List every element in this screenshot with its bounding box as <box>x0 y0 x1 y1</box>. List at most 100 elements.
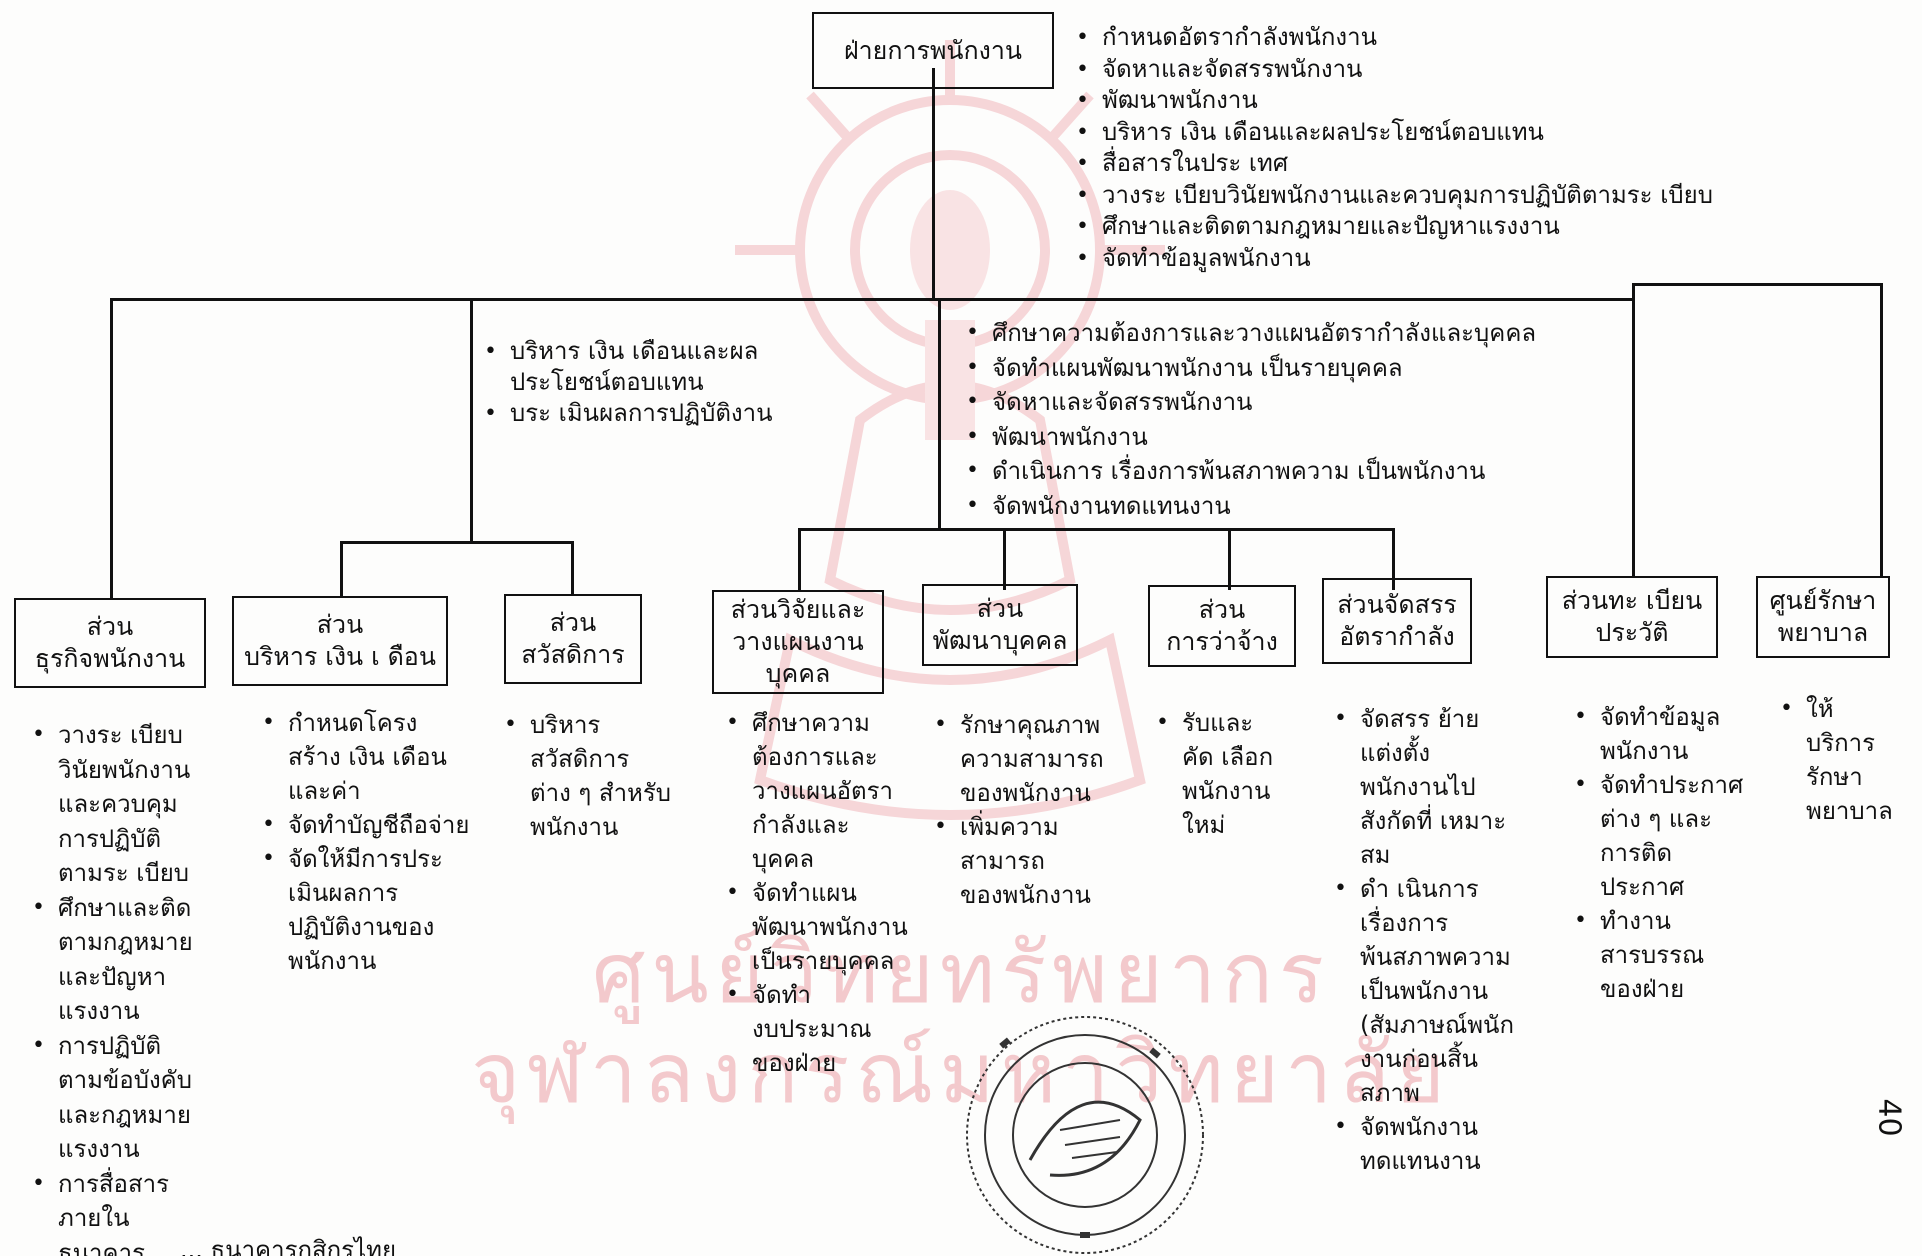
library-seal-stamp <box>966 1016 1204 1254</box>
connector-unit-3 <box>571 541 574 596</box>
duty-item: จัดทำข้อมูลพนักงาน <box>1072 243 1713 275</box>
unit-title-line: ส่วน <box>316 610 364 639</box>
footer-text: ... ธนาคารกสิกรไทย <box>180 1236 397 1256</box>
unit-box-medical-center: ศูนย์รักษา พยาบาล <box>1756 576 1890 658</box>
duty-item: จัดพนักงานทดแทนงาน <box>962 489 1536 524</box>
unit-title-line: พยาบาล <box>1777 618 1869 647</box>
unit-title-line: ส่วนจัดสรร <box>1337 590 1457 619</box>
unit-title-line: ส่วน <box>976 594 1024 623</box>
unit-title-line: การว่าจ้าง <box>1166 627 1278 656</box>
unit-box-salary-admin: ส่วน บริหาร เงิน เ ดือน <box>232 596 448 686</box>
watermark-line-2: จุฬาลงกรณ์มหาวิทยาลัย <box>471 1024 1451 1122</box>
left-group-duty-list: บริหาร เงิน เดือนและผลประโยชน์ตอบแทนบระ … <box>480 336 773 429</box>
duty-item: พัฒนาพนักงาน <box>962 420 1536 455</box>
unit-box-welfare: ส่วน สวัสดิการ <box>504 594 642 684</box>
duty-item: บระ เมินผลการปฏิบัติงาน <box>480 398 773 429</box>
duty-item: จัดทำบัญชีถือจ่าย <box>258 808 469 842</box>
connector-top-trunk <box>932 68 935 300</box>
connector-group-left <box>470 298 473 543</box>
connector-unit-8 <box>1632 283 1635 576</box>
duty-item: วางระ เบียบวินัยพนักงานและควบคุมการปฏิบั… <box>1072 180 1713 212</box>
connector-right-horizontal <box>1632 283 1882 286</box>
duty-item: ดำเนินการ เรื่องการพ้นสภาพความ เป็นพนักง… <box>962 454 1536 489</box>
top-unit-duty-list: กำหนดอัตรากำลังพนักงานจัดหาและจัดสรรพนัก… <box>1072 22 1713 274</box>
unit-title-line: บริหาร เงิน เ ดือน <box>244 642 436 671</box>
unit-box-records: ส่วนทะ เบียน ประวัติ <box>1546 576 1718 658</box>
top-unit-box: ฝ่ายการพนักงาน <box>812 12 1054 89</box>
unit-duty-list-personnel-affairs: วางระ เบียบวินัยพนักงานและควบคุมการปฏิบั… <box>28 718 193 1256</box>
unit-duty-list-personnel-development: รักษาคุณภาพความสามารถของพนักงานเพิ่มความ… <box>930 708 1104 912</box>
unit-box-manpower-allocation: ส่วนจัดสรร อัตรากำลัง <box>1322 578 1472 664</box>
connector-unit-4 <box>798 528 801 590</box>
unit-title-line: ส่วน <box>1198 595 1246 624</box>
connector-unit-9 <box>1880 283 1883 576</box>
unit-title-line: ส่วน <box>549 608 597 637</box>
unit-box-research-planning: ส่วนวิจัยและ วางแผนงาน บุคคล <box>712 590 884 694</box>
duty-item: กำหนดอัตรากำลังพนักงาน <box>1072 22 1713 54</box>
duty-item: บริหาร เงิน เดือนและผลประโยชน์ตอบแทน <box>1072 117 1713 149</box>
unit-box-personnel-development: ส่วน พัฒนาบุคคล <box>922 584 1078 666</box>
page-number: 40 <box>1871 1098 1907 1137</box>
duty-item: บริหาร เงิน เดือนและผลประโยชน์ตอบแทน <box>480 336 773 398</box>
center-group-duty-list: ศึกษาความต้องการและวางแผนอัตรากำลังและบุ… <box>962 316 1536 523</box>
duty-item: ศึกษาและติดตามกฎหมายและปัญหาแรงงาน <box>28 891 193 1029</box>
unit-duty-list-research-planning: ศึกษาความต้องการและวางแผนอัตรากำลังและบุ… <box>722 706 908 1080</box>
unit-title-line: ส่วนวิจัยและ <box>730 595 866 624</box>
duty-item: จัดทำแผนพัฒนาพนักงาน เป็นรายบุคคล <box>962 351 1536 386</box>
unit-title-line: บุคคล <box>765 659 831 688</box>
duty-item: วางระ เบียบวินัยพนักงานและควบคุมการปฏิบั… <box>28 718 193 891</box>
duty-item: จัดพนักงานทดแทนงาน <box>1330 1110 1514 1178</box>
connector-group-center-horizontal <box>798 528 1394 531</box>
unit-title-line: อัตรากำลัง <box>1339 622 1455 651</box>
connector-group-left-horizontal <box>340 541 573 544</box>
watermark-line-1: ศูนย์วิทยทรัพยากร <box>592 924 1330 1022</box>
unit-box-recruitment: ส่วน การว่าจ้าง <box>1148 585 1296 667</box>
connector-group-center <box>938 298 941 530</box>
duty-item: จัดหาและจัดสรรพนักงาน <box>1072 54 1713 86</box>
duty-item: ดำ เนินการเรื่องการพ้นสภาพความเป็นพนักงา… <box>1330 872 1514 1110</box>
duty-item: ศึกษาความต้องการและวางแผนอัตรากำลังและบุ… <box>722 706 908 876</box>
duty-item: สื่อสารในประ เทศ <box>1072 148 1713 180</box>
unit-title-line: ศูนย์รักษา <box>1769 586 1877 615</box>
connector-unit-2 <box>340 541 343 596</box>
unit-title-line: พัฒนาบุคคล <box>932 626 1068 655</box>
duty-item: จัดให้มีการประเมินผลการปฏิบัติงานของพนัก… <box>258 842 469 978</box>
connector-unit-6 <box>1228 528 1231 590</box>
unit-title-line: ส่วน <box>86 612 134 641</box>
connector-unit-1 <box>110 298 113 598</box>
unit-box-personnel-affairs: ส่วน ธุรกิจพนักงาน <box>14 598 206 688</box>
connector-unit-5 <box>1003 528 1006 590</box>
unit-title-line: ธุรกิจพนักงาน <box>34 644 186 673</box>
duty-item: พัฒนาพนักงาน <box>1072 85 1713 117</box>
unit-title-line: ประวัติ <box>1595 618 1669 647</box>
unit-title-line: ส่วนทะ เบียน <box>1561 586 1703 615</box>
duty-item: ศึกษาและติดตามกฎหมายและปัญหาแรงงาน <box>1072 211 1713 243</box>
duty-item: จัดหาและจัดสรรพนักงาน <box>962 385 1536 420</box>
duty-item: จัดทำข้อมูลพนักงาน <box>1570 700 1743 768</box>
connector-main-horizontal <box>110 298 1635 301</box>
unit-title-line: สวัสดิการ <box>521 640 625 669</box>
connector-unit-7 <box>1392 528 1395 590</box>
top-unit-title: ฝ่ายการพนักงาน <box>844 35 1022 65</box>
duty-item: ศึกษาความต้องการและวางแผนอัตรากำลังและบุ… <box>962 316 1536 351</box>
unit-title-line: วางแผนงาน <box>732 627 864 656</box>
